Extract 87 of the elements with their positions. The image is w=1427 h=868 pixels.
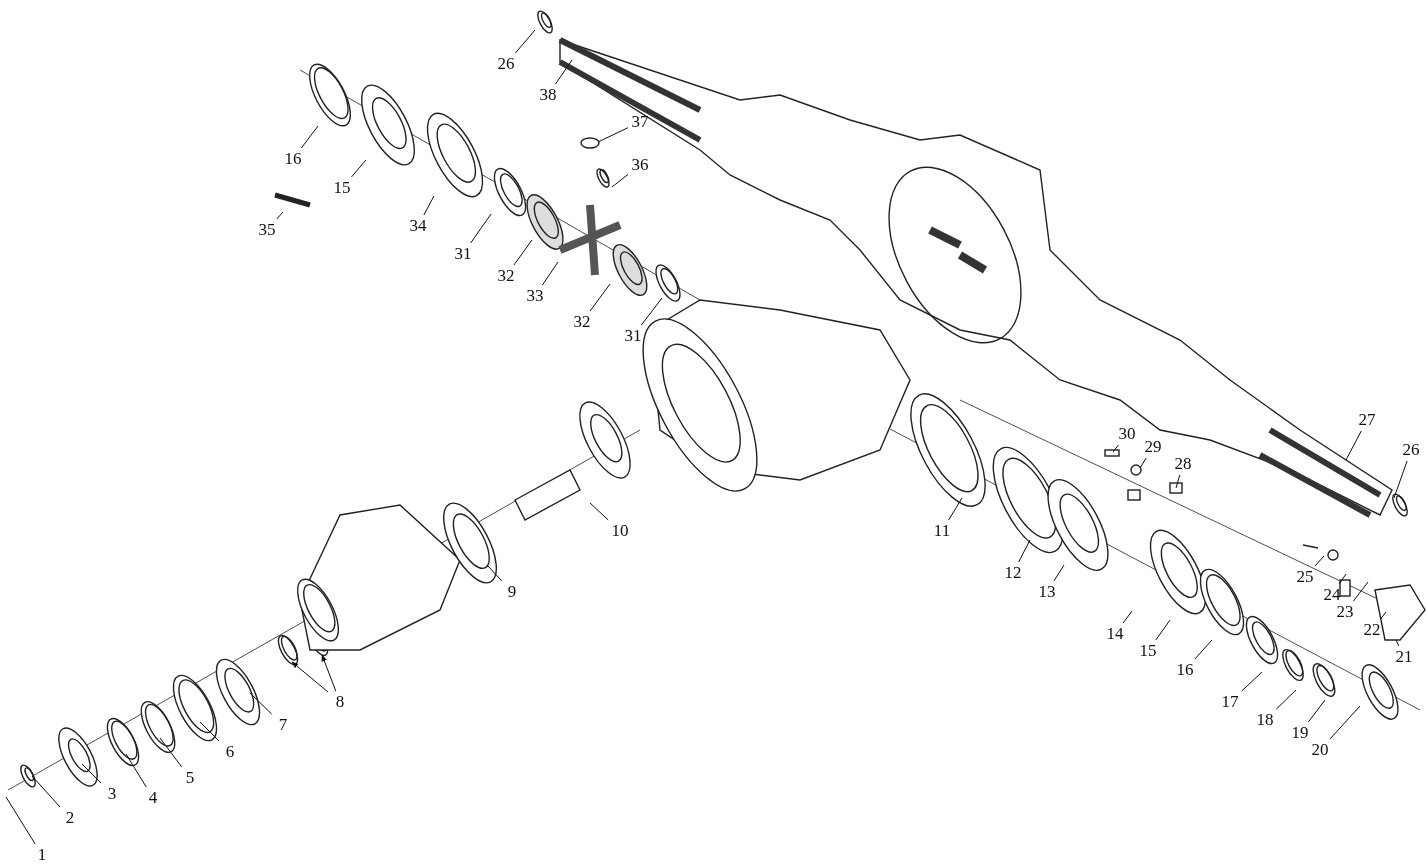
callout-number: 16 xyxy=(1176,661,1194,679)
leader-line xyxy=(470,213,492,244)
leader-line xyxy=(487,565,503,582)
callout-number: 36 xyxy=(631,156,649,174)
callout-number: 9 xyxy=(507,583,517,601)
leader-line xyxy=(125,753,147,788)
callout-number: 32 xyxy=(497,267,515,285)
callout-number: 35 xyxy=(258,221,276,239)
callout-number: 5 xyxy=(185,769,195,787)
callout-number: 24 xyxy=(1323,586,1341,604)
leader-line xyxy=(1314,555,1325,567)
callout-number: 11 xyxy=(933,522,951,540)
leader-line xyxy=(1053,564,1065,582)
callout-number: 7 xyxy=(278,716,288,734)
leader-line xyxy=(1307,699,1326,723)
leader-line xyxy=(1155,619,1171,641)
callout-number: 17 xyxy=(1221,693,1239,711)
leader-line xyxy=(423,195,435,216)
callout-number: 28 xyxy=(1174,455,1192,473)
callout-number: 37 xyxy=(631,113,649,131)
leader-line xyxy=(31,775,61,808)
leader-line xyxy=(640,297,663,326)
leader-line xyxy=(1241,671,1263,692)
callout-number: 20 xyxy=(1311,741,1329,759)
callout-number: 1 xyxy=(37,846,47,864)
leader-line xyxy=(321,654,337,692)
callout-number: 26 xyxy=(497,55,515,73)
leader-line xyxy=(589,283,611,312)
leader-line xyxy=(1395,639,1400,647)
callout-number: 21 xyxy=(1395,648,1413,666)
leader-line xyxy=(1338,573,1347,585)
callout-number: 15 xyxy=(1139,642,1157,660)
callout-number: 19 xyxy=(1291,724,1309,742)
leader-line xyxy=(1345,430,1362,461)
leader-line xyxy=(159,737,183,768)
leader-line xyxy=(1018,539,1031,563)
callout-number: 14 xyxy=(1106,625,1124,643)
leader-line xyxy=(555,59,573,85)
callout-number: 12 xyxy=(1004,564,1022,582)
leader-line xyxy=(199,721,220,742)
callout-number: 31 xyxy=(624,327,642,345)
callout-number: 26 xyxy=(1402,441,1420,459)
callout-number: 4 xyxy=(148,789,158,807)
callout-number: 32 xyxy=(573,313,591,331)
callout-number: 34 xyxy=(409,217,427,235)
callout-number: 38 xyxy=(539,86,557,104)
callout-number: 23 xyxy=(1336,603,1354,621)
leader-line xyxy=(1122,610,1133,624)
leader-line xyxy=(597,127,629,143)
leader-line xyxy=(5,796,36,845)
callout-number: 30 xyxy=(1118,425,1136,443)
callout-number: 16 xyxy=(284,150,302,168)
leader-line xyxy=(1139,457,1147,469)
leader-line xyxy=(81,763,102,784)
leader-line xyxy=(249,692,273,715)
leader-line xyxy=(611,173,629,188)
callout-number: 33 xyxy=(526,287,544,305)
leader-line xyxy=(948,497,963,521)
callout-number: 18 xyxy=(1256,711,1274,729)
leader-line xyxy=(589,502,609,521)
leader-line xyxy=(1175,474,1181,489)
leader-line xyxy=(1329,705,1361,740)
leader-line xyxy=(1275,689,1297,710)
callout-number: 8 xyxy=(335,693,345,711)
leader-line xyxy=(1352,581,1369,602)
callout-number: 15 xyxy=(333,179,351,197)
leader-line xyxy=(514,29,536,54)
leader-line xyxy=(276,211,284,220)
callout-number: 2 xyxy=(65,809,75,827)
leader-line xyxy=(1393,460,1408,499)
callout-number: 13 xyxy=(1038,583,1056,601)
callout-number: 29 xyxy=(1144,438,1162,456)
leader-line xyxy=(291,661,329,693)
leader-line xyxy=(300,125,319,149)
callout-number: 10 xyxy=(611,522,629,540)
callout-number: 25 xyxy=(1296,568,1314,586)
leader-line xyxy=(350,159,367,178)
leader-line xyxy=(1112,444,1119,453)
callout-number: 22 xyxy=(1363,621,1381,639)
leader-line xyxy=(513,239,533,266)
callout-number: 31 xyxy=(454,245,472,263)
leader-line xyxy=(1194,639,1213,660)
callout-number: 3 xyxy=(107,785,117,803)
leader-line xyxy=(541,261,559,286)
leader-line xyxy=(1380,611,1387,620)
callout-number: 27 xyxy=(1358,411,1376,429)
callout-number: 6 xyxy=(225,743,235,761)
